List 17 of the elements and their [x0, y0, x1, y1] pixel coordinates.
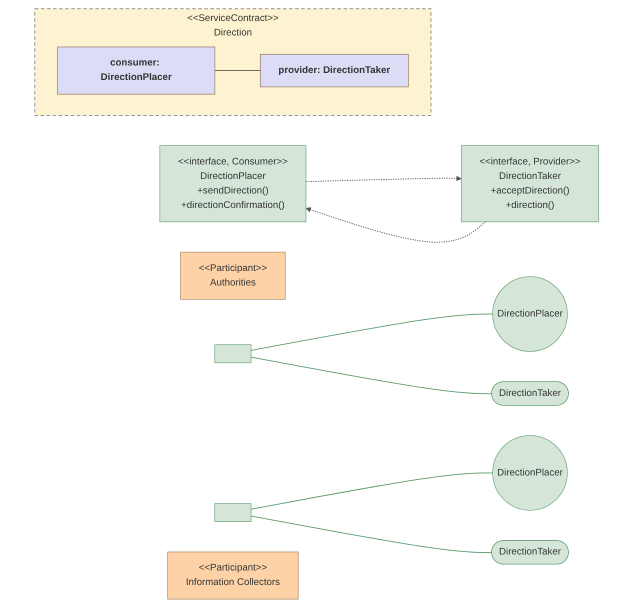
arrow [305, 207, 486, 243]
arrow [305, 176, 462, 182]
node-box [214, 344, 252, 364]
node-circle: DirectionPlacer [492, 276, 568, 352]
node-box: <<Participant>> Authorities [180, 252, 286, 300]
connector [250, 356, 492, 394]
connector [250, 472, 493, 510]
node-box: <<interface, Provider>> DirectionTaker +acceptDirection() +direction() [460, 145, 599, 222]
connector [250, 314, 493, 351]
connector [214, 70, 260, 72]
node-box: <<interface, Consumer>> DirectionPlacer +sendDirection() +directionConfirmation() [159, 145, 306, 222]
node-box [214, 503, 252, 522]
node-box: provider: DirectionTaker [260, 54, 408, 88]
node-box: consumer: DirectionPlacer [56, 46, 215, 94]
node-circle: DirectionPlacer [492, 435, 568, 511]
connector [250, 516, 492, 554]
node-box: <<Participant>> Information Collectors [167, 552, 298, 600]
